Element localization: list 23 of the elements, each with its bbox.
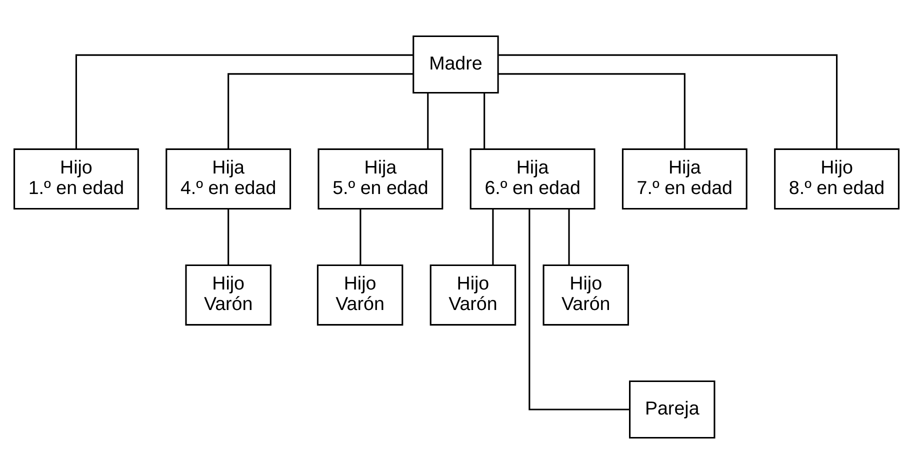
connector — [528, 208, 630, 410]
node-box: Hijo Varón — [185, 264, 272, 326]
node-box: Pareja — [629, 380, 716, 438]
connector — [75, 54, 413, 148]
connector — [492, 208, 494, 264]
node-box: Hijo Varón — [316, 264, 404, 326]
connector — [498, 54, 838, 148]
connector — [360, 208, 362, 264]
node-box: Madre — [412, 35, 499, 93]
connector — [427, 92, 429, 148]
node-box: Hija 4.º en edad — [166, 148, 292, 210]
connector — [568, 208, 570, 264]
node-box: Hijo 1.º en edad — [14, 148, 139, 210]
connector — [228, 72, 413, 149]
connector — [498, 72, 686, 149]
connector — [228, 208, 230, 264]
node-box: Hija 6.º en edad — [470, 148, 596, 210]
connector — [484, 92, 486, 148]
node-box: Hijo Varón — [542, 264, 629, 326]
node-box: Hijo Varón — [430, 264, 516, 326]
node-box: Hija 7.º en edad — [622, 148, 748, 210]
node-box: Hija 5.º en edad — [318, 148, 444, 210]
node-box: Hijo 8.º en edad — [774, 148, 900, 210]
